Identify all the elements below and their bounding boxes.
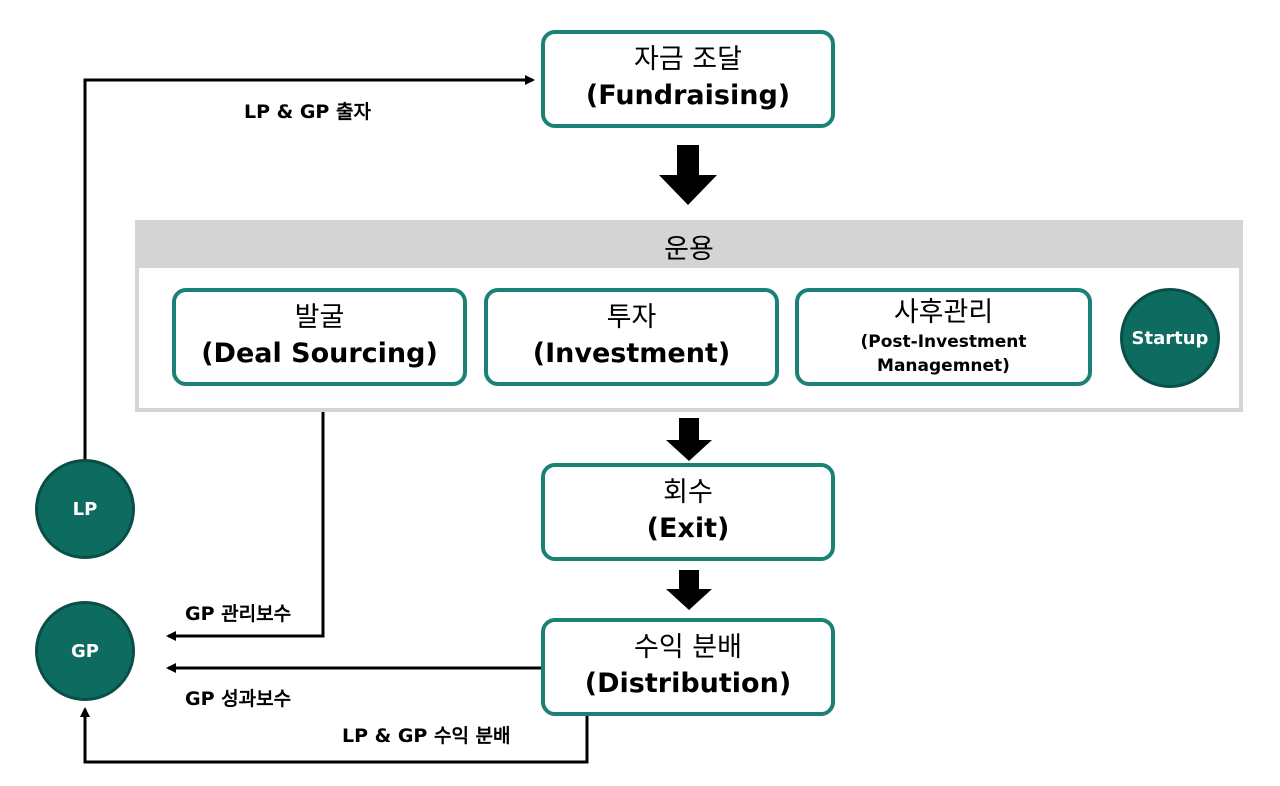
gp-carry-label: GP 성과보수 [185, 688, 292, 710]
investment-title-ko: 투자 [606, 302, 657, 333]
deal-sourcing-title-ko: 발굴 [294, 302, 345, 333]
lp-to-fundraising-arrow [83, 75, 535, 462]
lp-node: LP [35, 459, 135, 559]
lp-gp-contribution-label: LP & GP 출자 [244, 101, 371, 123]
distribution-title-ko: 수익 분배 [634, 632, 742, 663]
down-arrow-fundraising-to-operation [659, 145, 717, 205]
post-investment-title-en: (Post-Investment Managemnet) [860, 332, 1027, 376]
gp-label: GP [71, 640, 99, 662]
startup-label: Startup [1131, 327, 1209, 349]
deal-sourcing-box: 발굴 (Deal Sourcing) [172, 288, 467, 386]
post-investment-title-ko: 사후관리 [893, 297, 994, 328]
investment-box: 투자 (Investment) [484, 288, 779, 386]
exit-box: 회수 (Exit) [541, 463, 835, 561]
down-arrow-operation-to-exit [666, 418, 712, 461]
operation-panel-title: 운용 [139, 224, 1239, 268]
lp-gp-distribution-label: LP & GP 수익 분배 [342, 725, 511, 747]
gp-management-fee-label: GP 관리보수 [185, 603, 292, 625]
investment-title-en: (Investment) [532, 338, 731, 369]
deal-sourcing-title-en: (Deal Sourcing) [201, 338, 438, 369]
exit-title-en: (Exit) [646, 513, 730, 544]
exit-title-ko: 회수 [663, 477, 713, 508]
down-arrow-exit-to-distribution [666, 570, 712, 610]
gp-node: GP [35, 601, 135, 701]
distribution-box: 수익 분배 (Distribution) [541, 618, 835, 716]
fundraising-title-ko: 자금 조달 [634, 44, 742, 75]
fundraising-title-en: (Fundraising) [585, 80, 791, 111]
startup-node: Startup [1120, 288, 1220, 388]
management-fee-arrow [166, 410, 325, 641]
lp-label: LP [72, 498, 98, 520]
distribution-to-gp-arrow [80, 707, 589, 764]
post-investment-box: 사후관리 (Post-Investment Managemnet) [795, 288, 1092, 386]
fundraising-box: 자금 조달 (Fundraising) [541, 30, 835, 128]
distribution-title-en: (Distribution) [584, 668, 792, 699]
